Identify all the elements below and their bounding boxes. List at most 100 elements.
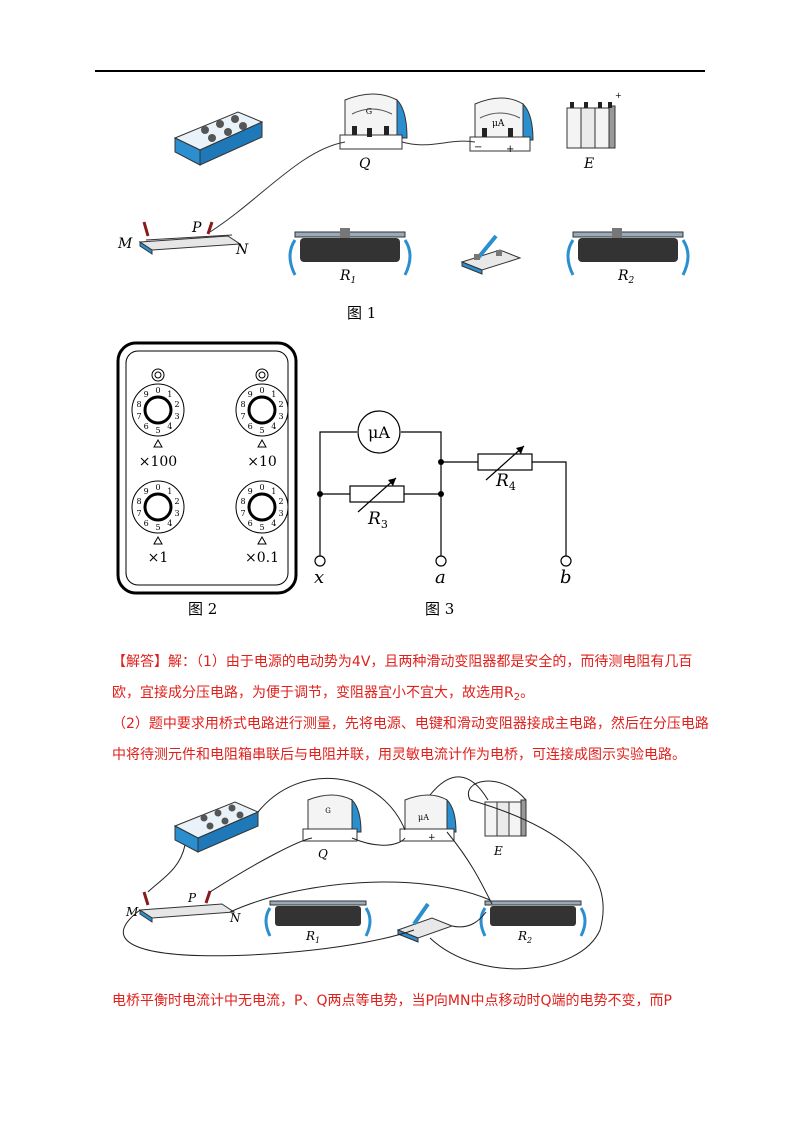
answer-tag: 【解答】 (112, 654, 168, 670)
dial-digit: 0 (155, 386, 160, 395)
dial-digit: 5 (155, 523, 160, 532)
dial-digit: 9 (144, 487, 149, 496)
label-r2-2: R2 (517, 929, 532, 945)
dial-digit: 1 (167, 390, 172, 399)
dial-digit: 4 (167, 519, 172, 528)
dial-digit: 8 (136, 400, 141, 409)
figure-2-caption: 图 2 (188, 600, 218, 618)
circuit-diagram (314, 410, 572, 567)
resistance-box-image (173, 111, 264, 166)
dial-digit: 1 (271, 487, 276, 496)
dial-digit: 6 (248, 422, 253, 431)
dial-digit: 9 (248, 487, 253, 496)
terminal-x: x (314, 567, 324, 588)
label-e-2: E (493, 844, 503, 858)
galvanometer-image: G (339, 93, 408, 150)
dial-x100-label: ×100 (139, 454, 177, 470)
dial-x10 (235, 368, 289, 448)
terminal-a: a (435, 567, 446, 588)
dial-digit: 4 (271, 519, 276, 528)
dial-digit: 8 (240, 497, 245, 506)
label-q: Q (359, 156, 371, 172)
dial-digit: 8 (136, 497, 141, 506)
label-n: N (235, 242, 249, 258)
dial-digit: 7 (136, 412, 141, 421)
dial-digit: 5 (259, 426, 264, 435)
dial-digit: 7 (240, 412, 245, 421)
dial-digit: 2 (174, 400, 179, 409)
plus-sign: + (506, 144, 514, 155)
galvanometer-label: G (366, 107, 372, 116)
dial-digit: 6 (144, 519, 149, 528)
label-p: P (191, 220, 202, 236)
dial-digit: 2 (278, 400, 283, 409)
galvanometer-label-2: G (325, 807, 331, 815)
switch-image (460, 234, 522, 275)
dial-digit: 1 (167, 487, 172, 496)
label-n-2: N (229, 911, 241, 925)
label-p-2: P (187, 891, 197, 905)
answer-paragraph-1: 【解答】解：（1）由于电源的电动势为4V，且两种滑动变阻器都是安全的，而待测电阻… (112, 647, 712, 713)
dial-digit: 5 (259, 523, 264, 532)
connecting-wires (122, 776, 604, 970)
figure-1-caption: 图 1 (347, 304, 377, 322)
label-r1: R1 (339, 268, 356, 286)
answer-p1-text: 解：（1）由于电源的电动势为4V，且两种滑动变阻器都是安全的，而待测电阻有几百欧… (112, 654, 693, 701)
header-rule (95, 70, 705, 72)
answer-p1-end: 。 (520, 685, 535, 701)
battery-plus: + (615, 91, 622, 100)
dial-digit: 3 (278, 412, 283, 421)
dial-digit: 3 (174, 412, 179, 421)
answer-paragraph-2: （2）题中要求用桥式电路进行测量，先将电源、电键和滑动变阻器接成主电路，然后在分… (112, 716, 709, 763)
dial-digit: 0 (259, 386, 264, 395)
dial-digit: 8 (240, 400, 245, 409)
dial-digit: 3 (174, 509, 179, 518)
label-r1-2: R1 (305, 929, 320, 945)
answer-p1-sub: 2 (513, 692, 521, 703)
dial-digit: 6 (248, 519, 253, 528)
dial-digit: 7 (136, 509, 141, 518)
rheostat-r1-image (288, 228, 412, 276)
label-m: M (117, 236, 133, 252)
dial-digit: 7 (240, 509, 245, 518)
terminal-b: b (560, 567, 572, 588)
microammeter-symbol-label: μA (368, 423, 390, 442)
dial-x0-1-label: ×0.1 (245, 550, 279, 566)
dial-x1-label: ×1 (148, 550, 169, 566)
dial-digit: 5 (155, 426, 160, 435)
dial-digit: 2 (174, 497, 179, 506)
figure-3-caption: 图 3 (425, 600, 455, 618)
label-e: E (583, 156, 594, 172)
plus-sign-2: + (428, 833, 436, 843)
minus-sign: − (474, 142, 482, 153)
dial-x10-label: ×10 (247, 454, 277, 470)
battery-image: + E (566, 91, 622, 172)
dial-digit: 9 (248, 390, 253, 399)
label-r3: R3 (367, 509, 388, 531)
dial-digit: 4 (167, 422, 172, 431)
answer-paragraph-3: 电桥平衡时电流计中无电流，P、Q两点等电势，当P向MN中点移动时Q端的电势不变，… (112, 993, 672, 1009)
label-q-2: Q (318, 847, 328, 861)
rheostat-r2-image (566, 228, 690, 276)
dial-x0-1 (235, 480, 289, 545)
dial-x100 (131, 368, 185, 448)
label-r2: R2 (617, 268, 635, 286)
dial-digit: 6 (144, 422, 149, 431)
dial-digit: 2 (278, 497, 283, 506)
dial-digit: 0 (155, 483, 160, 492)
label-m-2: M (125, 905, 139, 919)
dial-x1 (131, 480, 185, 545)
microammeter-label: μA (492, 119, 505, 129)
microammeter-label-2: μA (418, 813, 429, 822)
dial-digit: 3 (278, 509, 283, 518)
dial-digit: 1 (271, 390, 276, 399)
dial-digit: 9 (144, 390, 149, 399)
label-r4: R4 (495, 471, 516, 493)
dial-digit: 4 (271, 422, 276, 431)
slide-wire-image (138, 221, 242, 255)
dial-digit: 0 (259, 483, 264, 492)
